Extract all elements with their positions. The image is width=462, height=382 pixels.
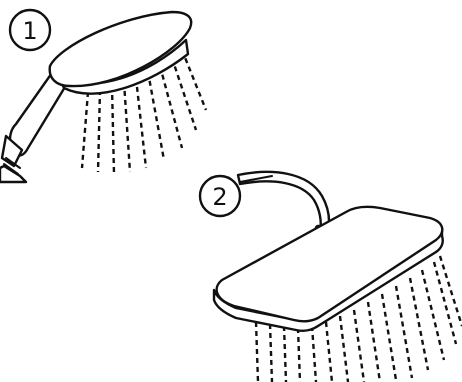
hand-shower-water-jets — [80, 49, 208, 175]
hose-connector — [0, 134, 28, 184]
overhead-shower-head — [215, 205, 444, 323]
overhead-shower-water-jets — [254, 255, 462, 382]
callout-2: 2 — [198, 174, 242, 218]
overhead-shower: 2 — [198, 170, 462, 382]
callout-1: 1 — [8, 8, 52, 52]
callout-2-label: 2 — [212, 183, 227, 211]
hand-shower: 1 — [0, 8, 208, 184]
shower-arm — [236, 170, 331, 234]
hand-shower-head — [48, 10, 193, 88]
callout-2-leader — [239, 175, 273, 183]
callout-1-label: 1 — [22, 17, 37, 45]
